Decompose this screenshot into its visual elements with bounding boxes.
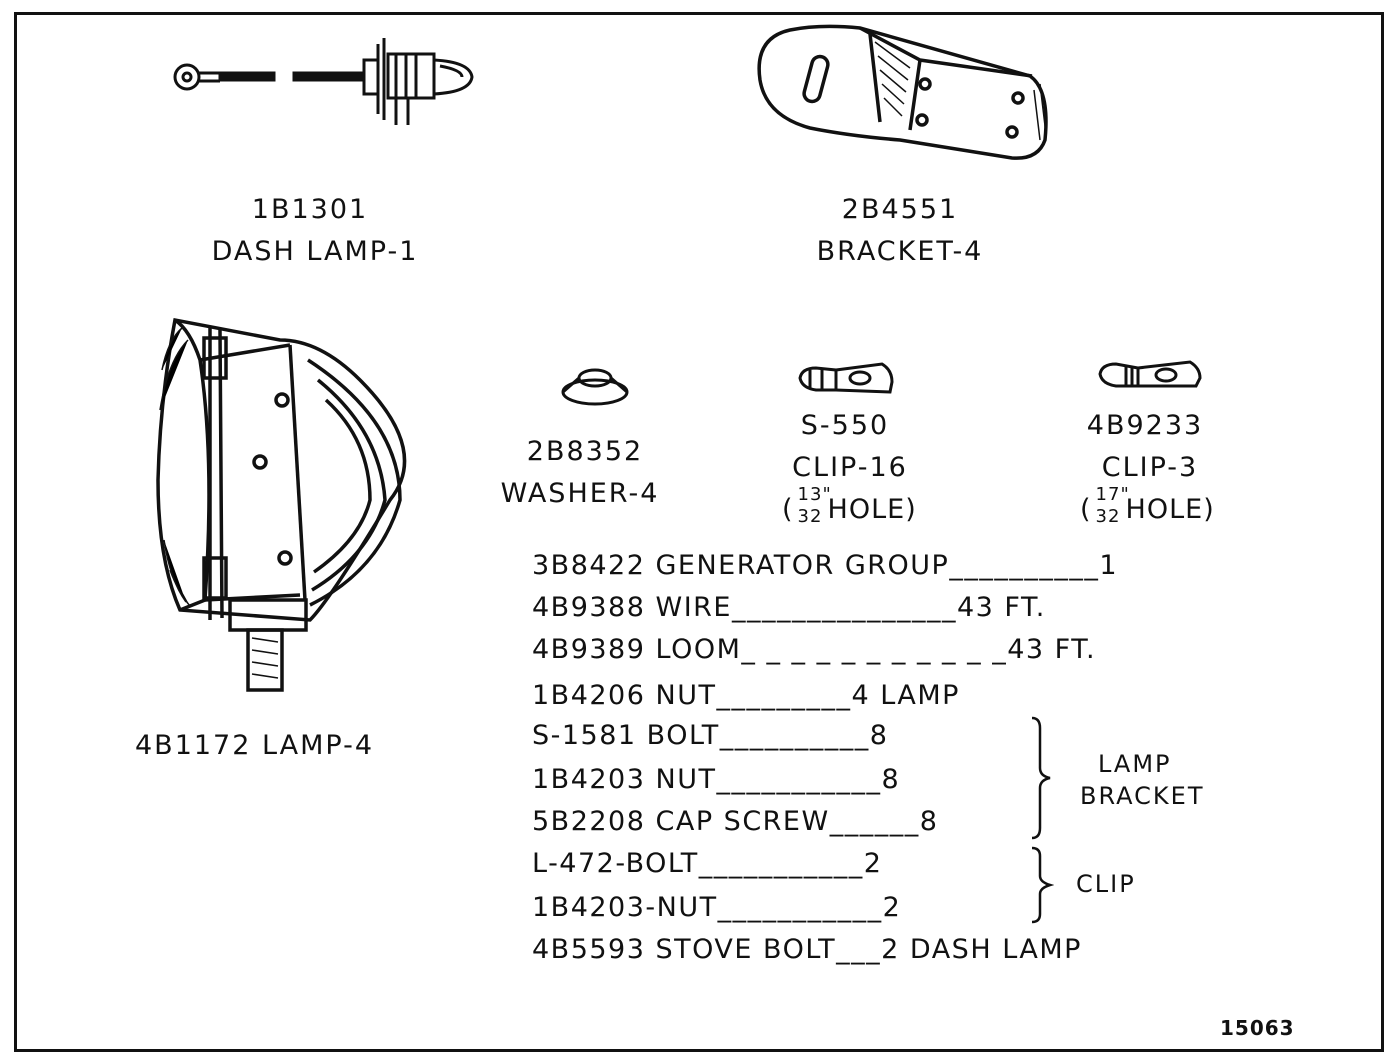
lamp-bracket-group-label-2: BRACKET <box>1080 782 1205 810</box>
bracket-part-number: 2B4551 <box>841 194 959 225</box>
lamp-bracket-brace <box>1031 716 1051 840</box>
clip16-hole-word: HOLE <box>827 494 906 525</box>
lamp-label: 4B1172 LAMP-4 <box>135 730 375 761</box>
list-item: 1B4203 NUT___________8 <box>532 764 901 795</box>
washer-name: WASHER-4 <box>500 478 660 509</box>
list-item: 4B9388 WIRE_______________43 FT. <box>532 592 1046 623</box>
washer-illustration <box>561 368 629 406</box>
list-item: 5B2208 CAP SCREW______8 <box>532 806 939 837</box>
bracket-name: BRACKET-4 <box>816 236 984 267</box>
clip3-part-number: 4B9233 <box>1086 410 1204 441</box>
washer-part-number: 2B8352 <box>526 436 644 467</box>
dash-lamp-name: DASH LAMP-1 <box>211 236 419 267</box>
dash-lamp-part-number: 1B1301 <box>251 194 369 225</box>
clip16-hole-numerator: 13" <box>797 484 832 505</box>
list-item: 1B4203-NUT___________2 <box>532 892 902 923</box>
list-item: 4B5593 STOVE BOLT___2 DASH LAMP <box>532 934 1082 965</box>
clip-group-label: CLIP <box>1076 870 1136 898</box>
lamp-bracket-group-label-1: LAMP <box>1098 750 1172 778</box>
clip-brace <box>1031 846 1054 924</box>
figure-number: 15063 <box>1220 1016 1295 1040</box>
bracket-illustration <box>757 24 1048 160</box>
clip3-hole-numerator: 17" <box>1095 484 1130 505</box>
list-item: 4B9389 LOOM_ _ _ _ _ _ _ _ _ _ _43 FT. <box>532 634 1097 665</box>
lamp-illustration <box>156 317 407 692</box>
clip3-hole-word: HOLE <box>1125 494 1204 525</box>
clip16-part-number: S-550 <box>800 410 890 441</box>
clip16-name: CLIP-16 <box>792 452 908 483</box>
clip16-illustration <box>798 362 894 394</box>
clip16-hole-denominator: 32 <box>797 506 823 527</box>
list-item: 3B8422 GENERATOR GROUP__________1 <box>532 550 1119 581</box>
list-item: S-1581 BOLT__________8 <box>532 720 889 751</box>
figure-frame <box>14 12 1384 1052</box>
list-item: L-472-BOLT___________2 <box>532 848 883 879</box>
dash-lamp-illustration <box>173 38 474 125</box>
clip3-name: CLIP-3 <box>1101 452 1199 483</box>
list-item: 1B4206 NUT_________4 LAMP <box>532 680 960 711</box>
clip3-illustration <box>1098 360 1202 388</box>
clip3-hole-denominator: 32 <box>1095 506 1121 527</box>
